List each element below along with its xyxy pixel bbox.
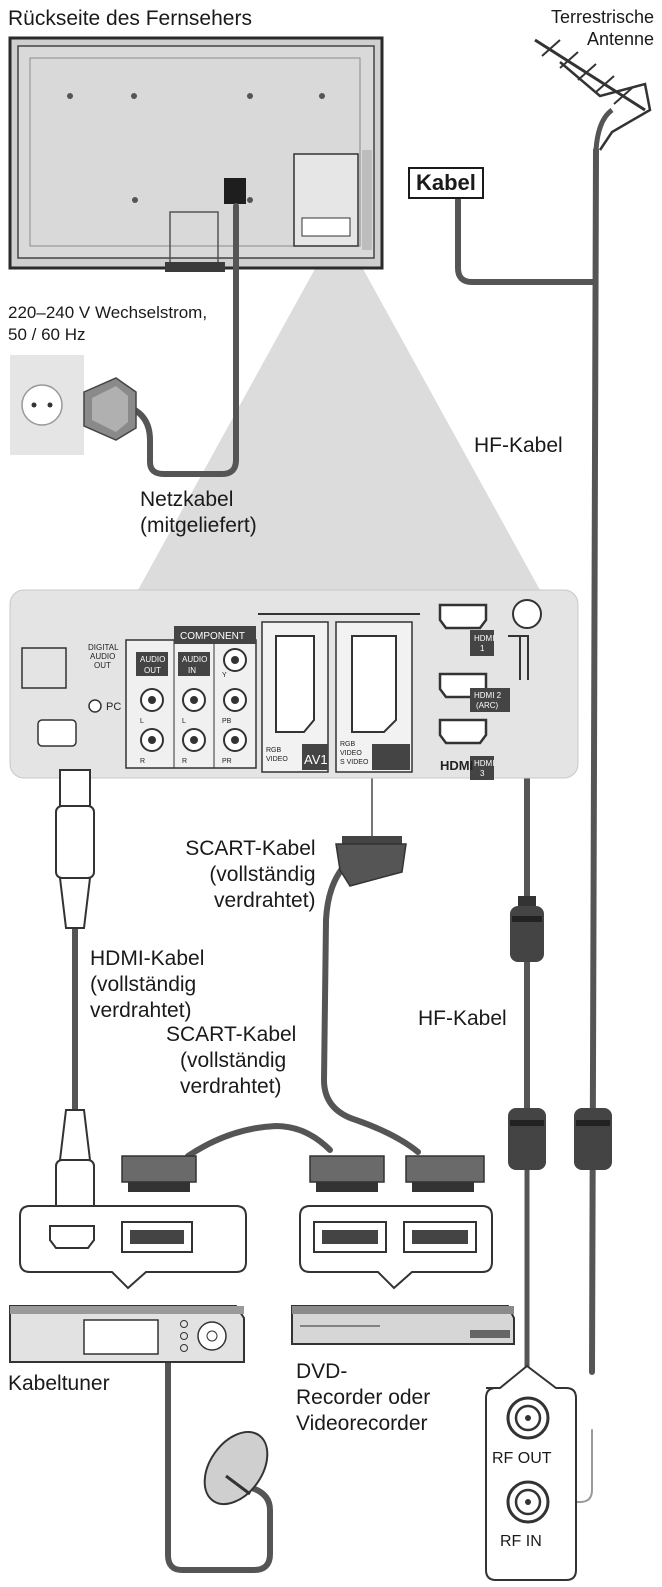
- svg-text:VIDEO: VIDEO: [266, 756, 288, 763]
- scart-cable-label-1: SCART-Kabel (vollständig verdrahtet): [185, 837, 316, 912]
- svg-text:AUDIO: AUDIO: [182, 655, 207, 664]
- connection-panel: [9, 589, 579, 780]
- component-label: COMPONENT: [180, 631, 245, 642]
- svg-text:L: L: [182, 718, 186, 725]
- svg-text:DIGITAL: DIGITAL: [88, 643, 119, 652]
- mains-cable-label: Netzkabel (mitgeliefert): [140, 488, 257, 537]
- hdmi-plug-top: [55, 769, 95, 929]
- tv-back: [8, 36, 384, 272]
- scart-plug-top: [335, 836, 407, 887]
- tuner-ports-callout: [19, 1205, 247, 1290]
- svg-text:R: R: [182, 758, 187, 765]
- zoom-beam: [138, 238, 540, 590]
- rf-plug-top: [510, 896, 544, 962]
- svg-text:PC: PC: [106, 701, 121, 713]
- recorder-label: DVD- Recorder oder Videorecorder: [296, 1360, 431, 1435]
- svg-text:RGB: RGB: [340, 741, 356, 748]
- tv-back-label: Rückseite des Fernsehers: [8, 7, 252, 30]
- svg-text:AUDIO: AUDIO: [140, 655, 165, 664]
- hdmi-logo: HDMI: [440, 758, 473, 773]
- svg-text:RGB: RGB: [266, 747, 282, 754]
- av1-label: AV1: [304, 752, 328, 767]
- wall-socket: [10, 355, 137, 455]
- svg-text:HDMI 2: HDMI 2: [474, 691, 502, 700]
- svg-text:OUT: OUT: [144, 666, 161, 675]
- rf-plug-antenna: [574, 1108, 612, 1170]
- panel-labels: COMPONENT AUDIO OUT AUDIO IN DIGITAL AUD…: [88, 631, 502, 778]
- power-label: 220–240 V Wechselstrom, 50 / 60 Hz: [8, 303, 208, 344]
- recorder-ports-callout: [299, 1205, 493, 1290]
- rf-plug-mid: [508, 1108, 546, 1170]
- svg-text:(ARC): (ARC): [476, 701, 499, 710]
- cable-tuner-label: Kabeltuner: [8, 1372, 110, 1395]
- svg-text:1: 1: [480, 644, 485, 653]
- svg-text:Y: Y: [222, 672, 227, 679]
- cable-box-label: Kabel: [408, 167, 484, 199]
- scart-plugs-bottom: [121, 1155, 485, 1192]
- svg-text:3: 3: [480, 769, 485, 778]
- cable-tuner-device: [9, 1305, 245, 1363]
- svg-text:IN: IN: [188, 666, 196, 675]
- svg-text:HDMI: HDMI: [474, 634, 494, 643]
- svg-text:OUT: OUT: [94, 661, 111, 670]
- hf-cable-label-mid: HF-Kabel: [418, 1007, 507, 1030]
- rf-out-label: RF OUT: [492, 1450, 552, 1467]
- hf-cable-label-top: HF-Kabel: [474, 434, 563, 457]
- svg-text:PB: PB: [222, 718, 232, 725]
- recorder-device: [291, 1305, 515, 1345]
- svg-text:PR: PR: [222, 758, 232, 765]
- svg-text:S VIDEO: S VIDEO: [340, 759, 369, 766]
- svg-text:L: L: [140, 718, 144, 725]
- rf-in-label: RF IN: [500, 1533, 542, 1550]
- svg-text:R: R: [140, 758, 145, 765]
- antenna-label: Terrestrische Antenne: [550, 7, 654, 49]
- svg-text:VIDEO: VIDEO: [340, 750, 362, 757]
- scart-cable-label-2: SCART-Kabel (vollständig verdrahtet): [166, 1023, 297, 1098]
- hdmi-cable-label: HDMI-Kabel (vollständig verdrahtet): [90, 947, 205, 1022]
- satellite-dish-icon: [203, 1430, 269, 1506]
- svg-text:AUDIO: AUDIO: [90, 652, 115, 661]
- svg-text:HDMI: HDMI: [474, 759, 494, 768]
- rf-jacks-callout: [485, 1364, 577, 1581]
- antenna-icon: [534, 38, 652, 151]
